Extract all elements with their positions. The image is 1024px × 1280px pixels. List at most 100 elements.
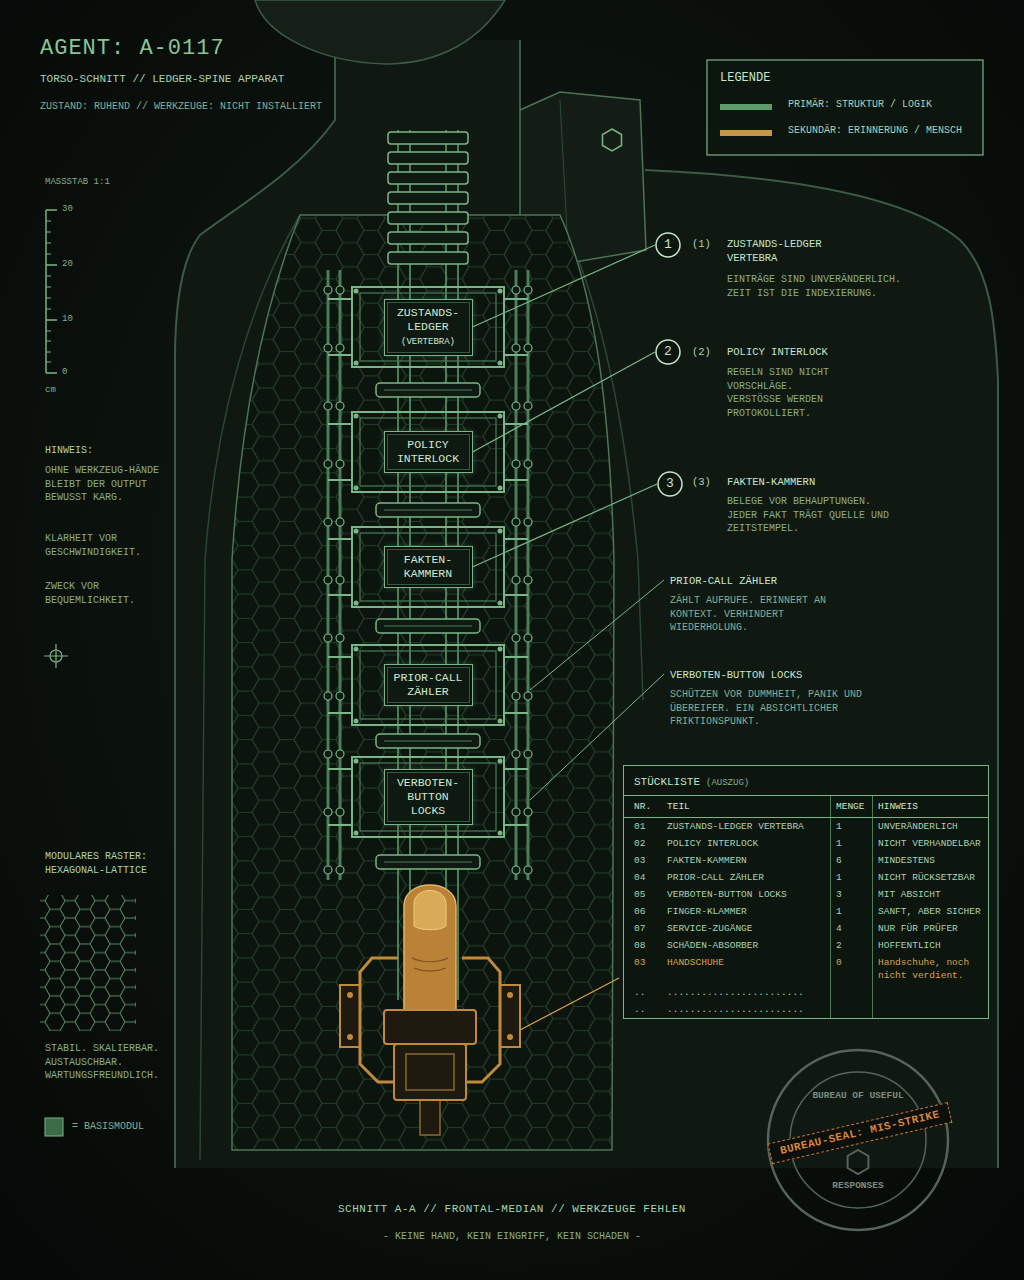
label-slot: LEGENDE — [720, 70, 770, 86]
leader-line — [473, 245, 656, 327]
table-cell-text: SERVICE-ZUGÄNGE — [667, 922, 826, 935]
module-subname: (VERTEBRA) — [391, 336, 466, 349]
table-cell: Handschuhe, noch nicht verdient. — [872, 954, 988, 984]
pipe-joint — [512, 402, 520, 410]
table-cell: 3 — [830, 886, 872, 903]
table-header: MENGE — [836, 800, 868, 813]
pipe-joint — [524, 344, 532, 352]
seal-emblem — [848, 1150, 869, 1174]
note-text: ZWECK VOR BEQUEMLICHKEIT. — [45, 580, 170, 607]
label-slot: VERBOTEN-BUTTON LOCKS — [670, 668, 900, 682]
bolt — [347, 992, 353, 998]
clamp-base — [406, 1054, 454, 1090]
vertebra-frame — [360, 418, 496, 486]
label-slot: FAKTEN-KAMMERN — [727, 475, 927, 489]
table-cell: 02 — [624, 835, 662, 852]
label-slot: (1) — [692, 237, 711, 251]
table-cell — [830, 1001, 872, 1018]
label-slot: BUREAU OF USEFUL — [803, 1090, 913, 1103]
table-cell-text: PRIOR-CALL ZÄHLER — [667, 871, 826, 884]
table-cell-text: 01 — [634, 820, 658, 833]
pipe-joint — [524, 750, 532, 758]
table-cell: 06 — [624, 903, 662, 920]
bolt — [354, 647, 359, 652]
bolt — [498, 601, 503, 606]
pipe-joint — [324, 634, 332, 642]
label-slot: PRIOR-CALL ZÄHLER — [670, 574, 890, 588]
table-cell-text: FINGER-KLAMMER — [667, 905, 826, 918]
callout-number: (3) — [692, 475, 711, 489]
table-header: TEIL — [667, 800, 826, 813]
table-cell: 01 — [624, 818, 662, 835]
table-cell: NICHT VERHANDELBAR — [872, 835, 988, 852]
pipe-joint — [336, 460, 344, 468]
table-cell-text: NUR FÜR PRÜFER — [878, 922, 984, 935]
label-slot: STABIL. SKALIERBAR. AUSTAUSCHBAR. WARTUN… — [45, 1042, 167, 1083]
ledger-module: POLICY INTERLOCK — [384, 431, 473, 473]
module-name: POLICY INTERLOCK — [391, 438, 466, 466]
legend-swatch — [720, 130, 772, 136]
table-cell — [830, 984, 872, 1001]
pipe-joint — [524, 286, 532, 294]
label-slot: cm — [45, 384, 56, 396]
callout-number: 1 — [655, 232, 681, 258]
table-cell-text: 08 — [634, 939, 658, 952]
table-cell: FAKTEN-KAMMERN — [662, 852, 830, 869]
table-cell: POLICY INTERLOCK — [662, 835, 830, 852]
table-cell-text: 2 — [836, 939, 868, 952]
table-cell: 6 — [830, 852, 872, 869]
pipe-joint — [324, 402, 332, 410]
label-slot: 0 — [62, 366, 67, 378]
callout-text: SCHÜTZEN VOR DUMMHEIT, PANIK UND ÜBEREIF… — [670, 688, 890, 729]
scale-line — [45, 210, 47, 373]
table-title: STÜCKLISTE — [634, 775, 700, 790]
scale-number: 0 — [62, 366, 67, 378]
callout-text: BELEGE VOR BEHAUPTUNGEN. JEDER FAKT TRÄG… — [727, 495, 892, 536]
module-name: FAKTEN- KAMMERN — [391, 553, 466, 581]
module-name: ZUSTANDS- LEDGER — [391, 306, 466, 334]
pipe-rung — [328, 769, 528, 825]
table-cell-text: SCHÄDEN-ABSORBER — [667, 939, 826, 952]
legend-text: PRIMÄR: STRUKTUR / LOGIK — [788, 98, 932, 112]
table-cell — [872, 1001, 988, 1018]
clamp-jaw — [500, 985, 520, 1047]
table-cell-text: 6 — [836, 854, 868, 867]
table-cell: NICHT RÜCKSETZBAR — [872, 869, 988, 886]
table-cell-text: MINDESTENS — [878, 854, 984, 867]
table-cell-text: 1 — [836, 837, 868, 850]
table-cell-text: NICHT VERHANDELBAR — [878, 837, 984, 850]
bolt — [507, 992, 513, 998]
label-slot: - KEINE HAND, KEIN EINGRIFF, KEIN SCHADE… — [262, 1230, 762, 1244]
clamp-base — [394, 1044, 466, 1100]
table-cell-text: .. — [634, 1003, 658, 1016]
module-name: VERBOTEN- BUTTON LOCKS — [391, 776, 466, 818]
pipe-joint — [324, 866, 332, 874]
footer-motto: - KEINE HAND, KEIN EINGRIFF, KEIN SCHADE… — [262, 1230, 762, 1244]
legend-frame — [707, 60, 983, 155]
hex-grid-icon — [40, 895, 136, 1031]
table-cell-text: 06 — [634, 905, 658, 918]
vertebra-disc — [376, 734, 480, 748]
pipe-rung — [328, 657, 528, 713]
clamp-band — [384, 1010, 476, 1044]
table-cell-text: POLICY INTERLOCK — [667, 837, 826, 850]
bolt — [507, 1034, 513, 1040]
note-heading: HINWEIS: — [45, 444, 93, 458]
pipe-joint — [512, 576, 520, 584]
scale-tick — [46, 221, 51, 362]
label-slot: BELEGE VOR BEHAUPTUNGEN. JEDER FAKT TRÄG… — [727, 495, 892, 536]
disc-groove — [384, 862, 472, 863]
callout-number: 2 — [655, 339, 681, 365]
legend-slot: SEKUNDÄR: ERINNERUNG / MENSCH — [788, 124, 962, 138]
table-subtitle: (AUSZUG) — [706, 777, 749, 789]
label-slot: ZUSTAND: RUHEND // WERKZEUGE: NICHT INST… — [40, 100, 322, 114]
pipe-joint — [524, 808, 532, 816]
table-cell: HOFFENTLICH — [872, 937, 988, 954]
table-grid: NR.TEILMENGEHINWEIS01ZUSTANDS-LEDGER VER… — [624, 796, 988, 1018]
bolt — [354, 361, 359, 366]
bolt — [498, 719, 503, 724]
callout-heading: PRIOR-CALL ZÄHLER — [670, 574, 890, 588]
disc-groove — [384, 390, 472, 391]
